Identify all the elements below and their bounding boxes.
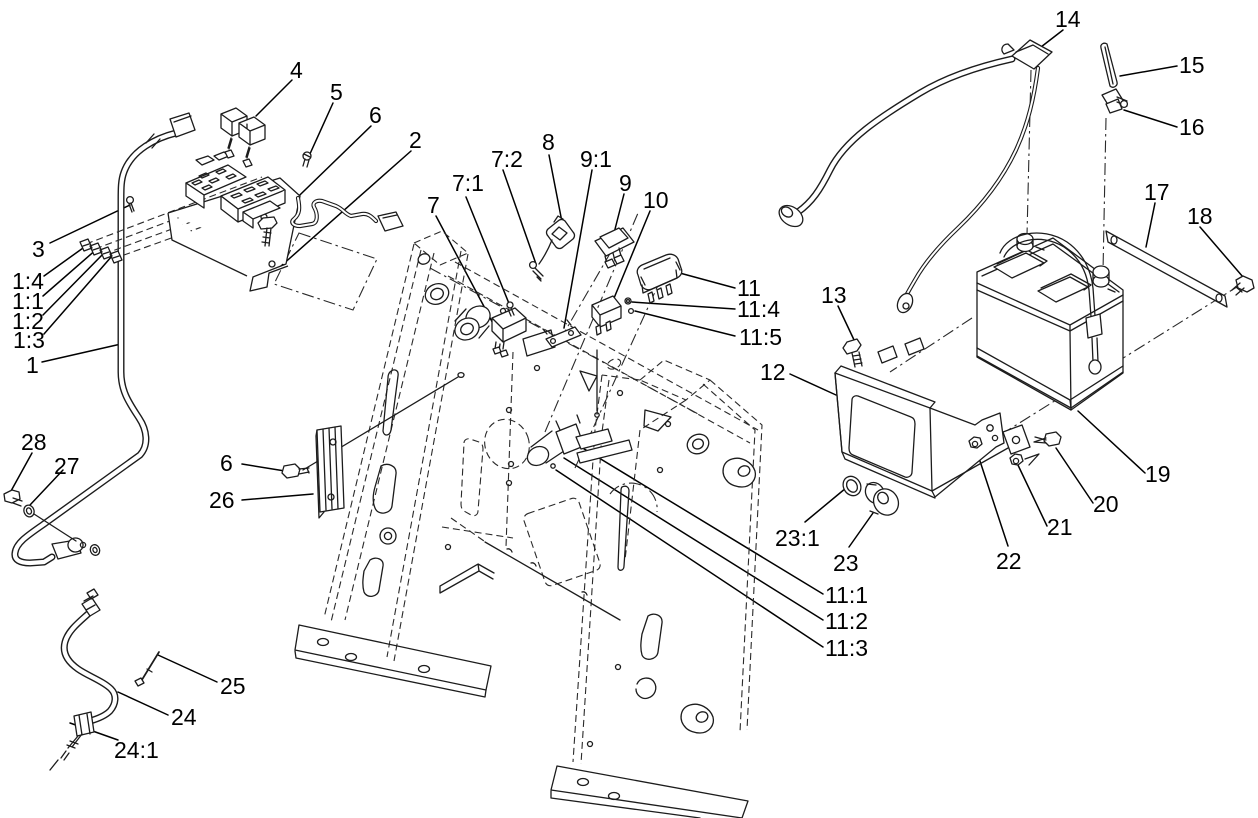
svg-text:11:2: 11:2 [825, 608, 868, 634]
svg-text:24: 24 [171, 704, 197, 730]
svg-text:10: 10 [643, 187, 669, 213]
svg-text:21: 21 [1047, 514, 1073, 540]
svg-text:1:3: 1:3 [13, 327, 45, 353]
svg-text:2: 2 [409, 127, 422, 153]
svg-text:20: 20 [1093, 491, 1119, 517]
svg-text:9: 9 [619, 170, 632, 196]
svg-text:11:4: 11:4 [737, 296, 780, 322]
svg-text:25: 25 [220, 673, 246, 699]
svg-text:18: 18 [1187, 203, 1213, 229]
svg-text:22: 22 [996, 548, 1022, 574]
svg-text:24:1: 24:1 [114, 737, 159, 763]
svg-text:7: 7 [427, 192, 440, 218]
svg-text:17: 17 [1144, 179, 1170, 205]
svg-text:13: 13 [821, 282, 847, 308]
svg-text:6: 6 [369, 102, 382, 128]
svg-text:9:1: 9:1 [580, 146, 612, 172]
svg-text:8: 8 [542, 129, 555, 155]
svg-text:3: 3 [32, 236, 45, 262]
svg-text:7:1: 7:1 [452, 170, 484, 196]
svg-text:11: 11 [737, 275, 761, 301]
svg-text:11:1: 11:1 [825, 582, 868, 608]
svg-text:1: 1 [26, 352, 39, 378]
svg-text:28: 28 [21, 429, 47, 455]
svg-text:14: 14 [1055, 6, 1081, 32]
svg-text:26: 26 [209, 487, 235, 513]
svg-text:15: 15 [1179, 52, 1205, 78]
svg-text:12: 12 [760, 359, 786, 385]
svg-text:4: 4 [290, 57, 303, 83]
svg-text:11:3: 11:3 [825, 635, 868, 661]
svg-text:11:5: 11:5 [739, 324, 782, 350]
svg-text:1:4: 1:4 [12, 268, 44, 294]
svg-text:23: 23 [833, 550, 859, 576]
svg-text:1:2: 1:2 [12, 308, 44, 334]
svg-text:5: 5 [330, 79, 343, 105]
svg-text:1:1: 1:1 [12, 288, 44, 314]
svg-text:19: 19 [1145, 461, 1171, 487]
svg-text:23:1: 23:1 [775, 525, 820, 551]
svg-text:7:2: 7:2 [491, 146, 523, 172]
svg-text:16: 16 [1179, 114, 1205, 140]
svg-text:27: 27 [54, 453, 80, 479]
svg-text:6: 6 [220, 450, 233, 476]
